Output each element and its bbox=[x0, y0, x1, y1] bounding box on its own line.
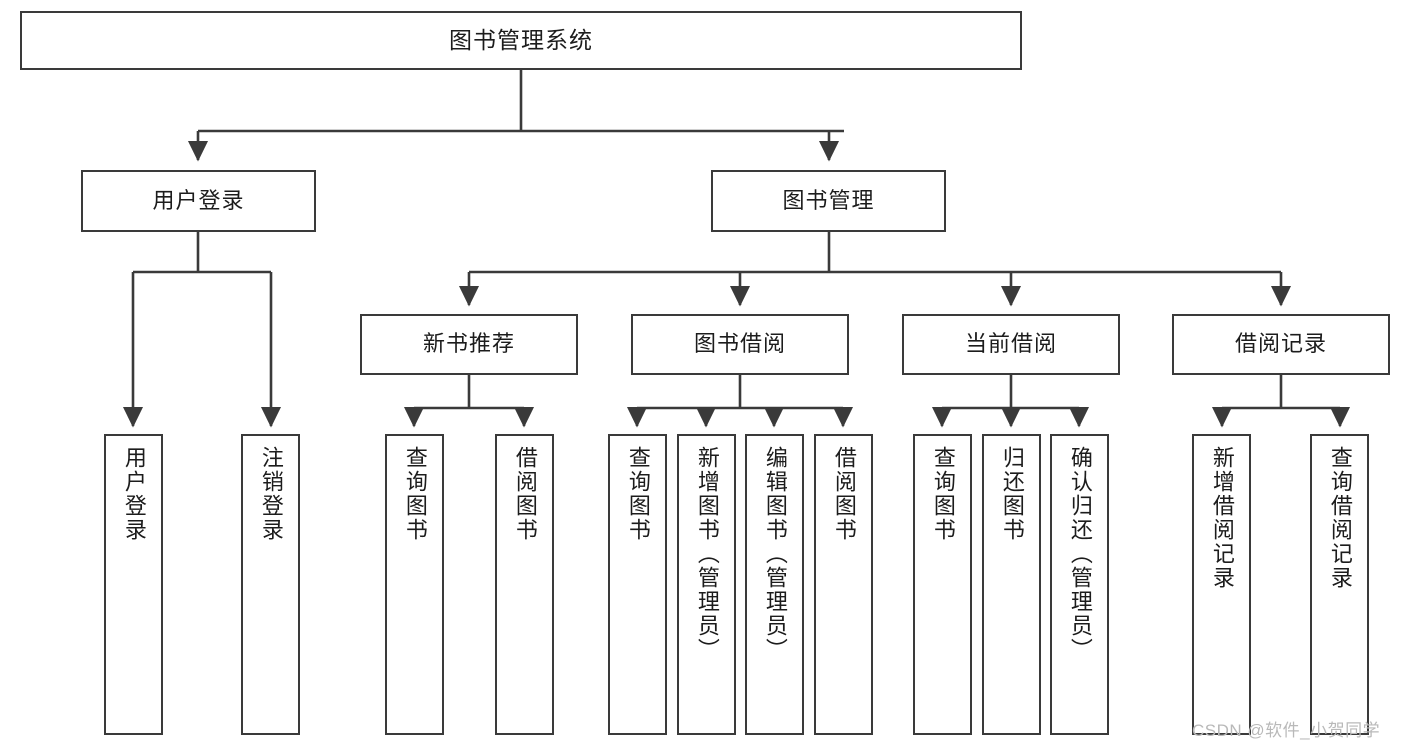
node-leaf-edit-book-label: 编辑图书（管理员） bbox=[762, 446, 788, 662]
node-new-book-recommend-label: 新书推荐 bbox=[422, 331, 515, 357]
node-leaf-query-book-1-label: 查询图书 bbox=[402, 446, 428, 542]
node-leaf-edit-book[interactable]: 编辑图书（管理员） bbox=[745, 434, 804, 735]
node-leaf-add-record-label: 新增借阅记录 bbox=[1209, 446, 1235, 590]
node-leaf-query-book-2[interactable]: 查询图书 bbox=[608, 434, 667, 735]
node-leaf-add-record[interactable]: 新增借阅记录 bbox=[1192, 434, 1251, 735]
node-leaf-query-book-3-label: 查询图书 bbox=[930, 446, 956, 542]
node-leaf-user-login-label: 用户登录 bbox=[121, 446, 147, 542]
node-leaf-query-book-2-label: 查询图书 bbox=[625, 446, 651, 542]
node-book-borrow-label: 图书借阅 bbox=[693, 331, 786, 357]
node-leaf-logout-label: 注销登录 bbox=[258, 446, 284, 542]
node-leaf-confirm-return[interactable]: 确认归还（管理员） bbox=[1050, 434, 1109, 735]
node-leaf-borrow-book-1[interactable]: 借阅图书 bbox=[495, 434, 554, 735]
node-root[interactable]: 图书管理系统 bbox=[20, 11, 1022, 70]
node-leaf-query-record-label: 查询借阅记录 bbox=[1327, 446, 1353, 590]
node-leaf-borrow-book-2[interactable]: 借阅图书 bbox=[814, 434, 873, 735]
node-leaf-logout[interactable]: 注销登录 bbox=[241, 434, 300, 735]
node-borrow-record[interactable]: 借阅记录 bbox=[1172, 314, 1390, 375]
node-current-borrow[interactable]: 当前借阅 bbox=[902, 314, 1120, 375]
node-leaf-query-record[interactable]: 查询借阅记录 bbox=[1310, 434, 1369, 735]
node-borrow-record-label: 借阅记录 bbox=[1234, 331, 1327, 357]
node-leaf-confirm-return-label: 确认归还（管理员） bbox=[1067, 446, 1093, 662]
node-leaf-add-book-label: 新增图书（管理员） bbox=[694, 446, 720, 662]
watermark: CSDN @软件_小贺同学 bbox=[1192, 721, 1381, 740]
node-leaf-query-book-1[interactable]: 查询图书 bbox=[385, 434, 444, 735]
node-leaf-borrow-book-1-label: 借阅图书 bbox=[512, 446, 538, 542]
node-root-label: 图书管理系统 bbox=[449, 26, 593, 53]
node-user-login[interactable]: 用户登录 bbox=[81, 170, 316, 232]
node-book-manage[interactable]: 图书管理 bbox=[711, 170, 946, 232]
node-leaf-user-login[interactable]: 用户登录 bbox=[104, 434, 163, 735]
node-book-borrow[interactable]: 图书借阅 bbox=[631, 314, 849, 375]
node-leaf-return-book[interactable]: 归还图书 bbox=[982, 434, 1041, 735]
node-current-borrow-label: 当前借阅 bbox=[964, 331, 1057, 357]
node-user-login-label: 用户登录 bbox=[152, 187, 245, 213]
node-leaf-add-book[interactable]: 新增图书（管理员） bbox=[677, 434, 736, 735]
node-leaf-return-book-label: 归还图书 bbox=[999, 446, 1025, 542]
node-leaf-query-book-3[interactable]: 查询图书 bbox=[913, 434, 972, 735]
node-book-manage-label: 图书管理 bbox=[782, 187, 875, 213]
node-leaf-borrow-book-2-label: 借阅图书 bbox=[831, 446, 857, 542]
node-new-book-recommend[interactable]: 新书推荐 bbox=[360, 314, 578, 375]
